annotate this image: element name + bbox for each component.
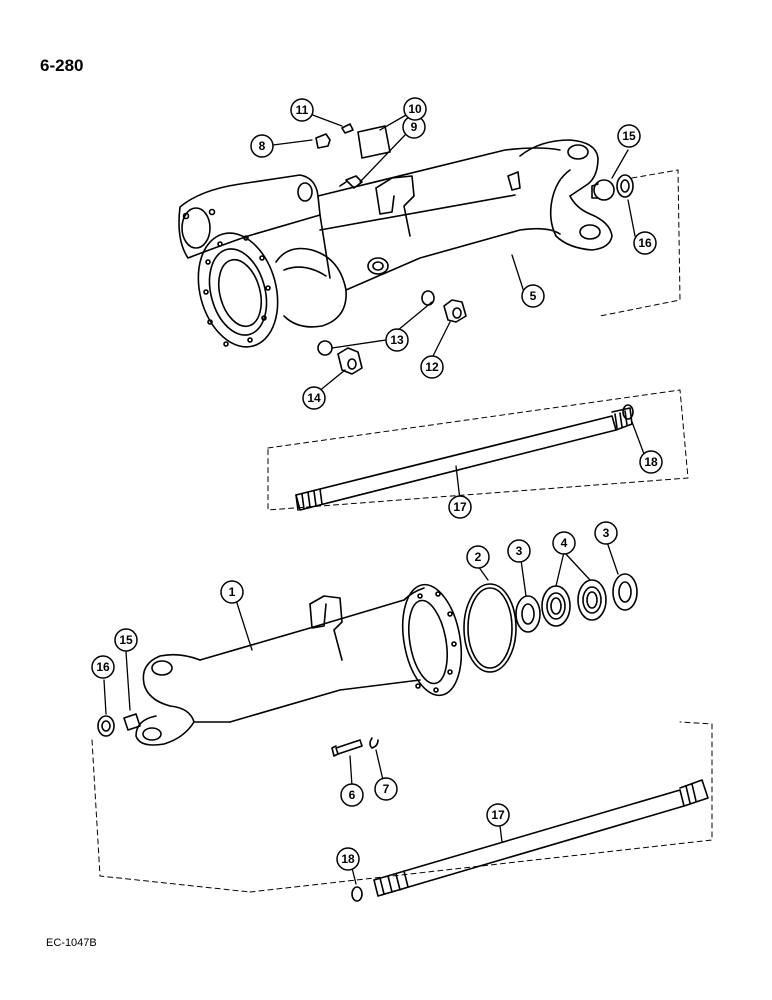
svg-text:18: 18 — [644, 455, 658, 469]
callout-18-lower: 18 — [336, 847, 360, 871]
large-o-ring — [463, 583, 517, 673]
snap-ring-upper — [622, 404, 634, 420]
svg-text:18: 18 — [341, 852, 355, 866]
upper-axle-housing — [178, 139, 681, 348]
callout-13: 13 — [385, 328, 409, 352]
svg-text:7: 7 — [383, 782, 390, 796]
lock-washer — [369, 737, 379, 749]
bearing-4-left — [541, 585, 571, 627]
svg-text:3: 3 — [516, 544, 523, 558]
page-number: 6-280 — [40, 56, 84, 75]
svg-text:11: 11 — [296, 103, 309, 117]
svg-text:16: 16 — [96, 660, 110, 674]
callout-2: 2 — [466, 545, 490, 569]
o-ring-upper — [421, 290, 435, 306]
callout-5: 5 — [521, 284, 545, 308]
svg-text:12: 12 — [425, 360, 439, 374]
callout-1: 1 — [220, 580, 244, 604]
svg-text:13: 13 — [390, 333, 404, 347]
upper-axle-shaft — [267, 389, 689, 511]
breather-cap — [315, 133, 331, 149]
svg-text:6: 6 — [349, 788, 356, 802]
svg-text:9: 9 — [411, 120, 418, 134]
callout-17-upper: 17 — [448, 495, 472, 519]
cover-plate — [357, 125, 391, 159]
figure-code: EC-1047B — [46, 937, 97, 949]
drain-plug-12 — [443, 299, 467, 323]
svg-text:3: 3 — [603, 526, 610, 540]
callout-17-lower: 17 — [486, 803, 510, 827]
callout-4: 4 — [552, 531, 576, 555]
svg-text:17: 17 — [491, 808, 505, 822]
bushing-left-lower — [123, 713, 141, 731]
callout-3-right: 3 — [594, 521, 618, 545]
seal-right-upper — [616, 174, 634, 198]
callout-15-lower: 15 — [114, 628, 138, 652]
leader-lines — [103, 110, 645, 885]
o-ring-lower — [317, 340, 333, 356]
svg-text:1: 1 — [229, 585, 236, 599]
callout-3-left: 3 — [507, 539, 531, 563]
svg-text:14: 14 — [307, 391, 321, 405]
lower-axle-shaft — [249, 721, 713, 897]
svg-text:15: 15 — [622, 129, 636, 143]
callout-11: 11 — [290, 98, 314, 122]
svg-text:15: 15 — [119, 633, 133, 647]
seal-left-lower — [97, 715, 115, 737]
callout-7: 7 — [374, 777, 398, 801]
svg-text:10: 10 — [408, 102, 422, 116]
callout-10: 10 — [403, 97, 427, 121]
svg-text:5: 5 — [530, 289, 537, 303]
callout-16-upper: 16 — [633, 231, 657, 255]
bearing-4-right — [577, 579, 607, 621]
callout-15-upper: 15 — [617, 124, 641, 148]
small-plug — [341, 123, 354, 134]
svg-text:16: 16 — [638, 236, 652, 250]
callout-16-lower: 16 — [91, 655, 115, 679]
svg-text:2: 2 — [475, 550, 482, 564]
seal-3-left — [515, 595, 541, 633]
svg-text:17: 17 — [453, 500, 467, 514]
callout-14: 14 — [302, 386, 326, 410]
axle-bolt — [331, 739, 363, 757]
callout-6: 6 — [340, 783, 364, 807]
dipstick-plug — [339, 175, 363, 189]
callout-8: 8 — [250, 134, 274, 158]
callout-18-upper: 18 — [639, 450, 663, 474]
seal-3-right — [612, 573, 638, 611]
svg-text:8: 8 — [259, 139, 266, 153]
snap-ring-lower — [351, 886, 363, 902]
svg-text:4: 4 — [561, 536, 568, 550]
bushing-right-upper — [591, 179, 615, 201]
drain-plug-14 — [337, 347, 363, 375]
callout-12: 12 — [420, 355, 444, 379]
lower-axle-housing — [91, 583, 463, 893]
